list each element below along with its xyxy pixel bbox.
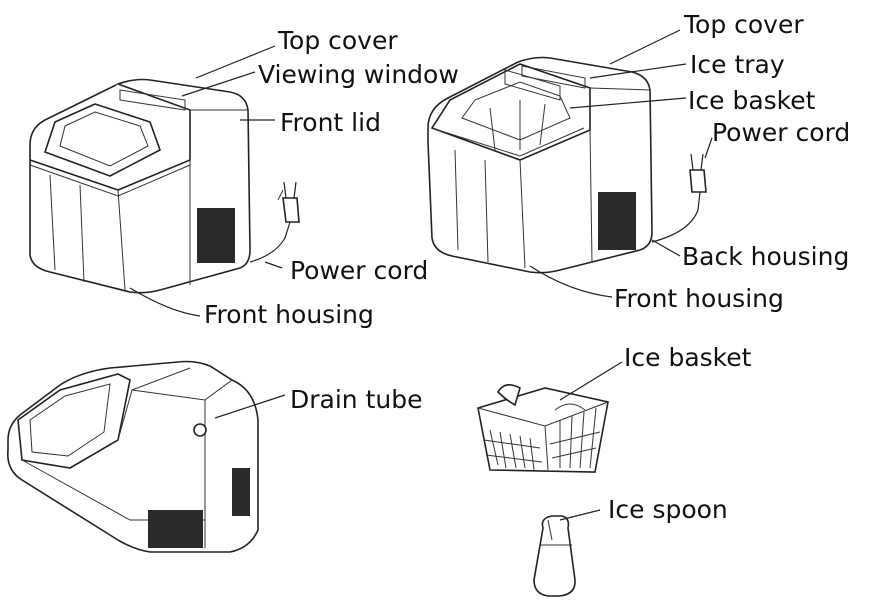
label-ice-tray: Ice tray <box>690 50 785 79</box>
label-top-cover-a: Top cover <box>278 26 398 55</box>
label-drain-tube: Drain tube <box>290 385 423 414</box>
label-top-cover-b: Top cover <box>684 10 804 39</box>
panel-c-leader-lines <box>214 394 286 419</box>
label-ice-basket-b: Ice basket <box>688 86 816 115</box>
panel-a-leader-lines <box>129 45 283 317</box>
label-front-lid: Front lid <box>280 108 381 137</box>
label-viewing-window: Viewing window <box>258 60 459 89</box>
ice-basket-drawing <box>477 384 609 473</box>
label-power-cord-a: Power cord <box>290 256 429 285</box>
label-power-cord-b: Power cord <box>712 118 851 147</box>
ice-maker-bottom-view-drawing <box>6 360 259 553</box>
panel-b-leader-lines <box>529 29 713 298</box>
label-ice-basket-d: Ice basket <box>624 343 752 372</box>
ice-maker-open-drawing <box>427 56 707 274</box>
ice-spoon-drawing <box>533 515 576 597</box>
ice-maker-closed-drawing <box>29 78 300 294</box>
label-back-housing: Back housing <box>682 242 850 271</box>
label-front-housing-b: Front housing <box>614 284 784 313</box>
panel-d-leader-lines <box>559 361 623 521</box>
label-front-housing-a: Front housing <box>204 300 374 329</box>
label-ice-spoon: Ice spoon <box>608 495 728 524</box>
